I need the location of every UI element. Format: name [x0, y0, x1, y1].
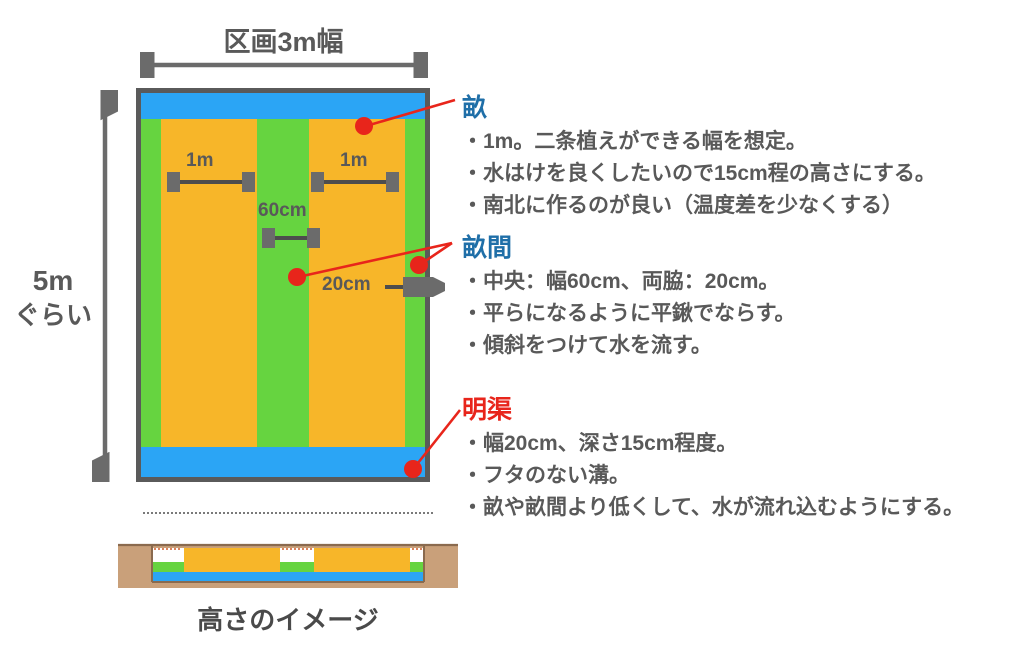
- unema-line-3: ・傾斜をつけて水を流す。: [462, 333, 712, 357]
- height-qualifier: ぐらい: [14, 299, 93, 330]
- heading-meikyo: 明渠: [462, 396, 513, 424]
- text-block-unema: 畝間 ・中央：幅60cm、両脇：20cm。 ・平らになるように平鍬でならす。 ・…: [462, 228, 795, 362]
- une-line-3: ・南北に作るのが良い（温度差を少なくする）: [462, 193, 903, 217]
- unema-line-2: ・平らになるように平鍬でならす。: [462, 301, 796, 325]
- dimension-arrow-center-furrow: [262, 228, 320, 248]
- height-label: 5m ぐらい: [14, 263, 92, 332]
- meikyo-line-3: ・畝や畝間より低くして、水が流れ込むようにする。: [462, 495, 965, 519]
- unema-line-1: ・中央：幅60cm、両脇：20cm。: [462, 270, 780, 293]
- plot-plan-view: [136, 88, 430, 482]
- ridge-furrow-strips: [141, 119, 425, 447]
- height-dimension-arrow: [92, 90, 118, 482]
- meikyo-line-2: ・フタのない溝。: [462, 463, 630, 487]
- height-value: 5m: [32, 265, 74, 296]
- furrow-left-20cm: [141, 119, 161, 447]
- cross-section-caption: 高さのイメージ: [197, 605, 379, 635]
- heading-unema: 畝間: [462, 234, 513, 262]
- dimension-label-ridge-left: 1m: [186, 150, 214, 171]
- dimension-arrow-ridge-right: [311, 172, 399, 192]
- dimension-arrow-ridge-left: [167, 172, 255, 192]
- cross-section-view: [118, 543, 458, 588]
- width-dimension-arrow: [140, 52, 428, 78]
- heading-une: 畝: [462, 94, 488, 122]
- ditch-layer: [152, 572, 424, 582]
- ditch-band-top: [141, 93, 425, 119]
- text-block-une: 畝 ・1m。二条植えができる幅を想定。 ・水はけを良くしたいので15cm程の高さ…: [462, 88, 936, 222]
- ridge-right-section: [314, 548, 410, 572]
- section-divider: [143, 512, 433, 514]
- dimension-arrow-side-furrow: [385, 277, 445, 297]
- une-line-1: ・1m。二条植えができる幅を想定。: [462, 130, 807, 153]
- dimension-label-center-furrow: 60cm: [258, 200, 307, 221]
- dimension-label-ridge-right: 1m: [340, 150, 368, 171]
- furrow-center-60cm: [257, 119, 309, 447]
- text-block-meikyo: 明渠 ・幅20cm、深さ15cm程度。 ・フタのない溝。 ・畝や畝間より低くして…: [462, 390, 964, 524]
- une-line-2: ・水はけを良くしたいので15cm程の高さにする。: [462, 161, 936, 185]
- furrow-layer: [152, 562, 424, 572]
- ditch-band-bottom: [141, 447, 425, 477]
- meikyo-line-1: ・幅20cm、深さ15cm程度。: [462, 432, 738, 455]
- dimension-label-side-furrow: 20cm: [322, 274, 371, 295]
- ridge-left-section: [184, 548, 280, 572]
